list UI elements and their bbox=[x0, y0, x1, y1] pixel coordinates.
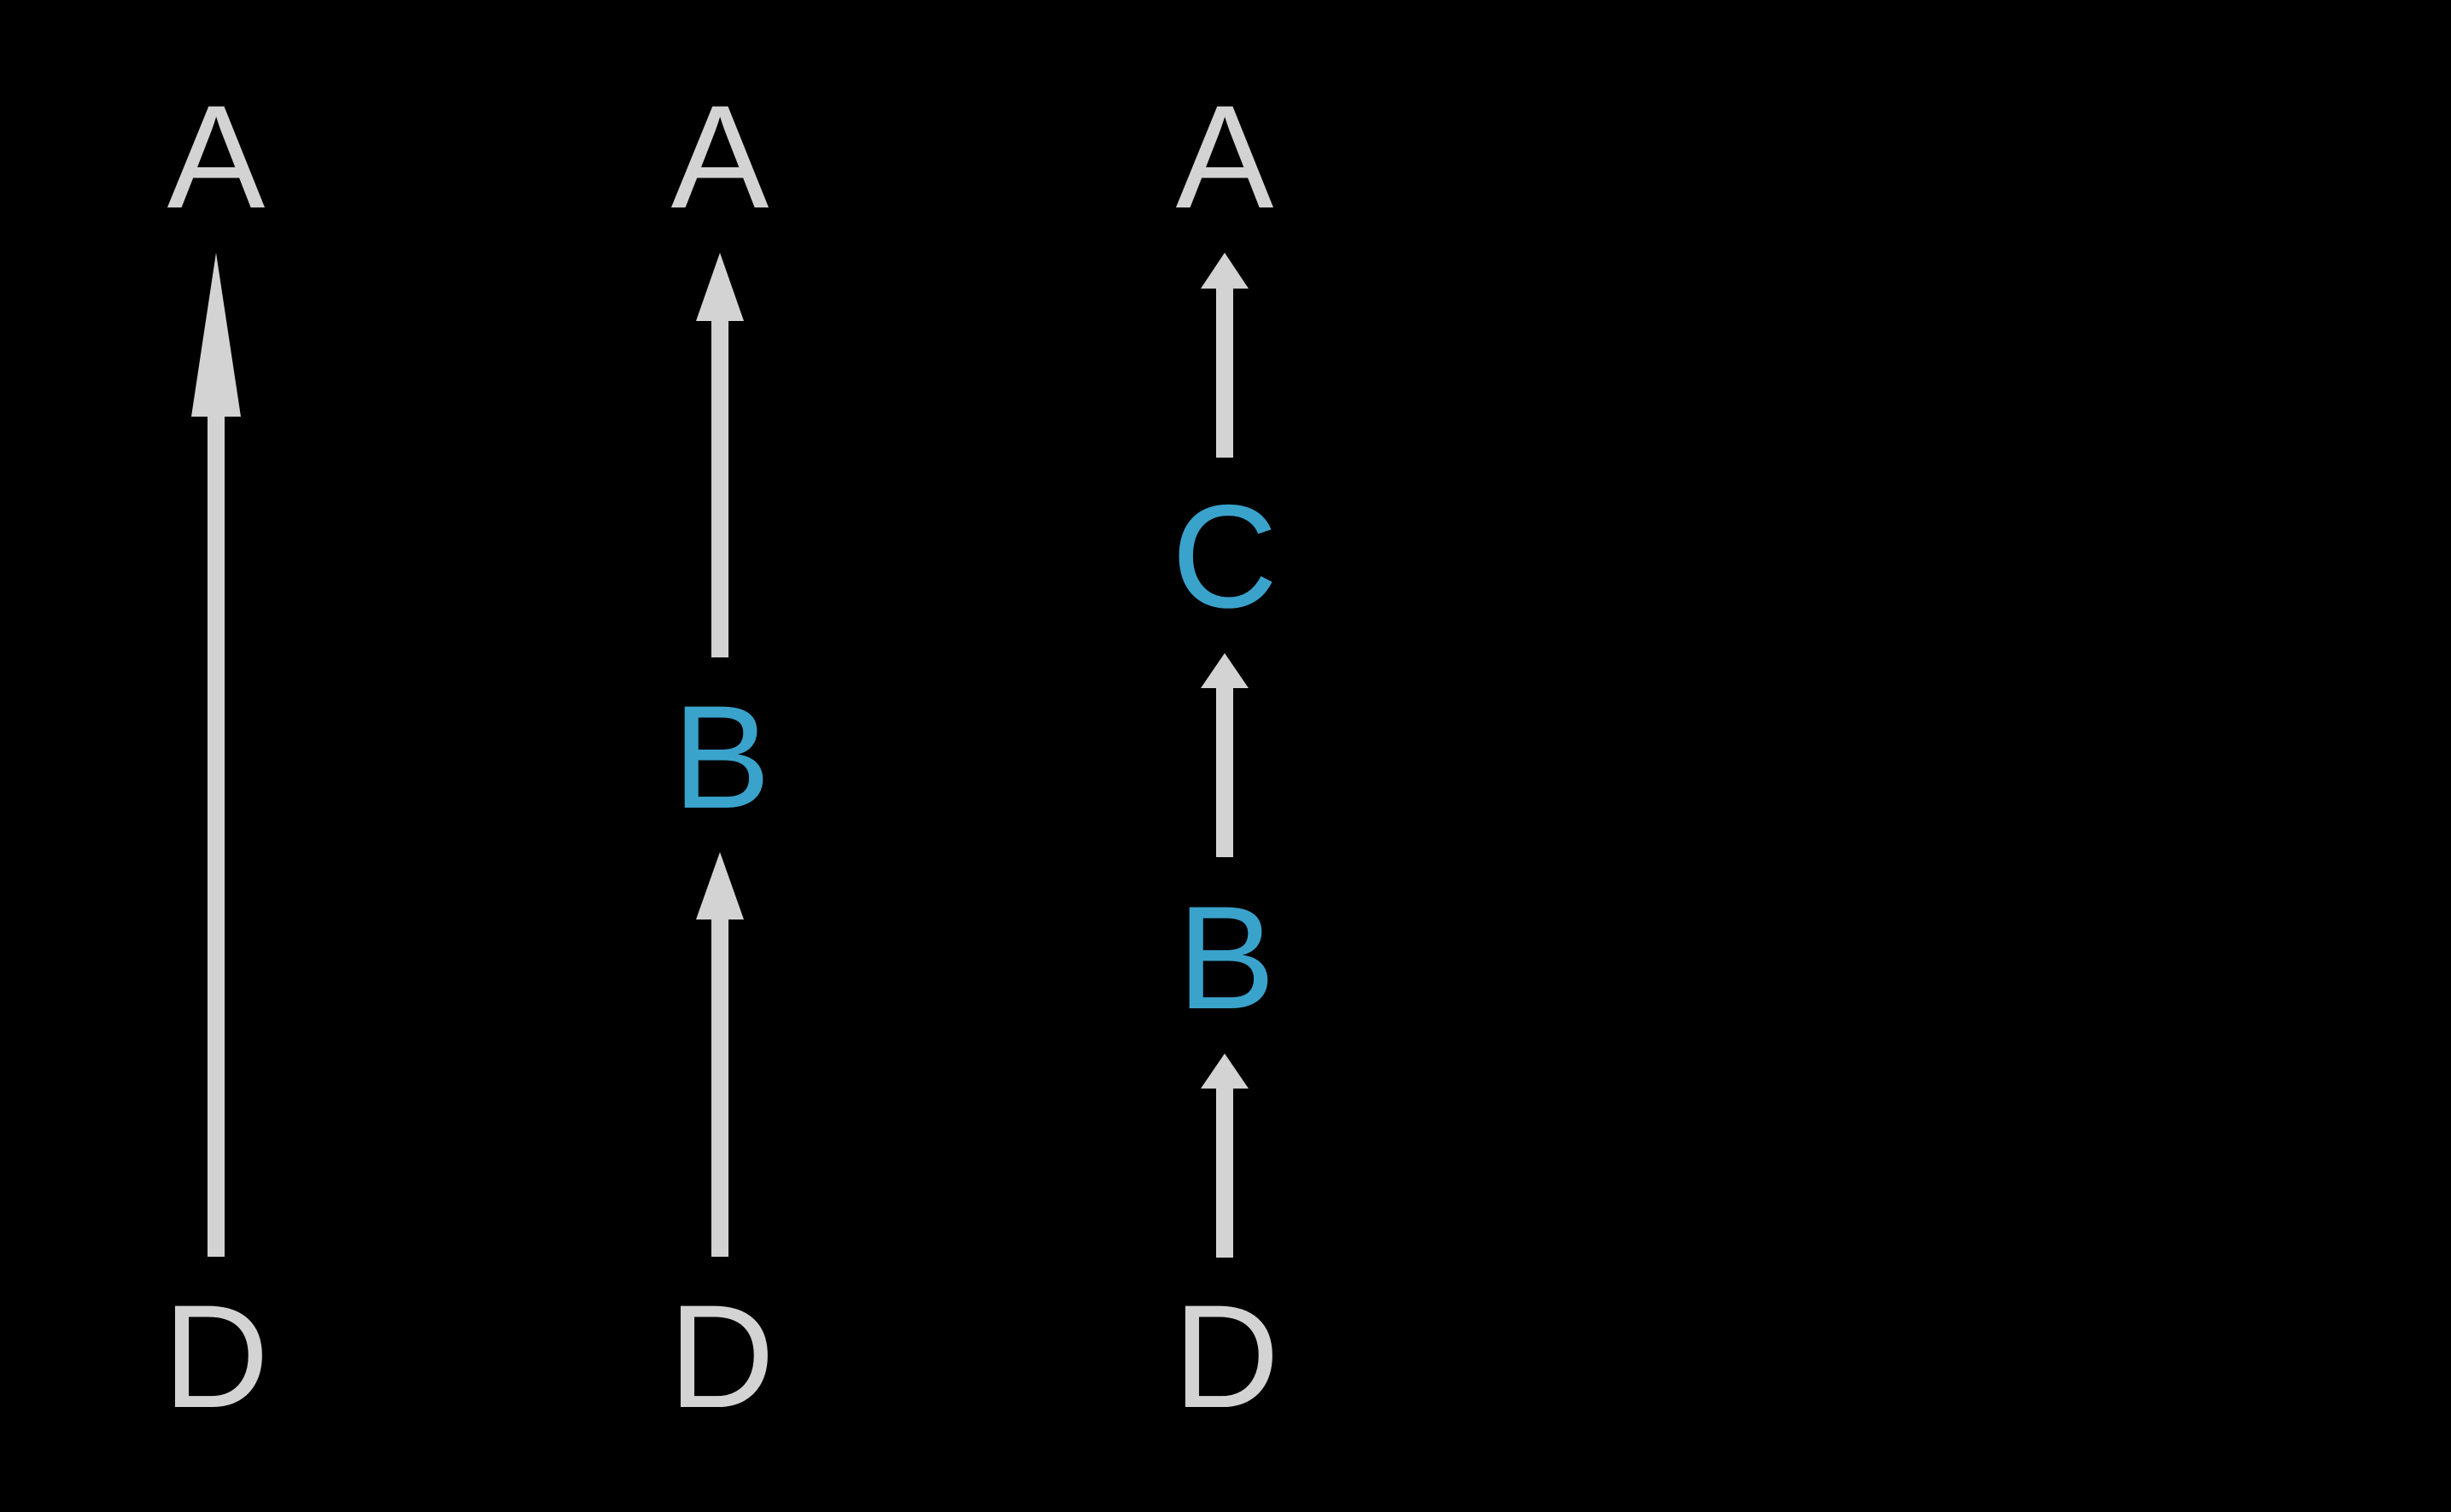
arrow-up bbox=[696, 253, 744, 657]
node-label: A bbox=[1176, 75, 1274, 239]
node-label: C bbox=[1172, 475, 1278, 639]
column-3: A C B D bbox=[1172, 75, 1279, 1439]
node-label: D bbox=[163, 1275, 269, 1439]
arrow-up bbox=[1201, 653, 1249, 857]
node-label: B bbox=[1178, 876, 1276, 1040]
node-label: D bbox=[1173, 1275, 1279, 1439]
node-label: A bbox=[167, 75, 266, 239]
arrow-up bbox=[696, 852, 744, 1257]
node-label: A bbox=[671, 75, 769, 239]
node-label: B bbox=[673, 675, 771, 839]
arrow-up bbox=[191, 253, 241, 1257]
column-2: A B D bbox=[669, 75, 775, 1439]
column-1: A D bbox=[163, 75, 269, 1439]
arrow-up bbox=[1201, 253, 1249, 458]
node-label: D bbox=[669, 1275, 775, 1439]
arrow-up bbox=[1201, 1054, 1249, 1258]
